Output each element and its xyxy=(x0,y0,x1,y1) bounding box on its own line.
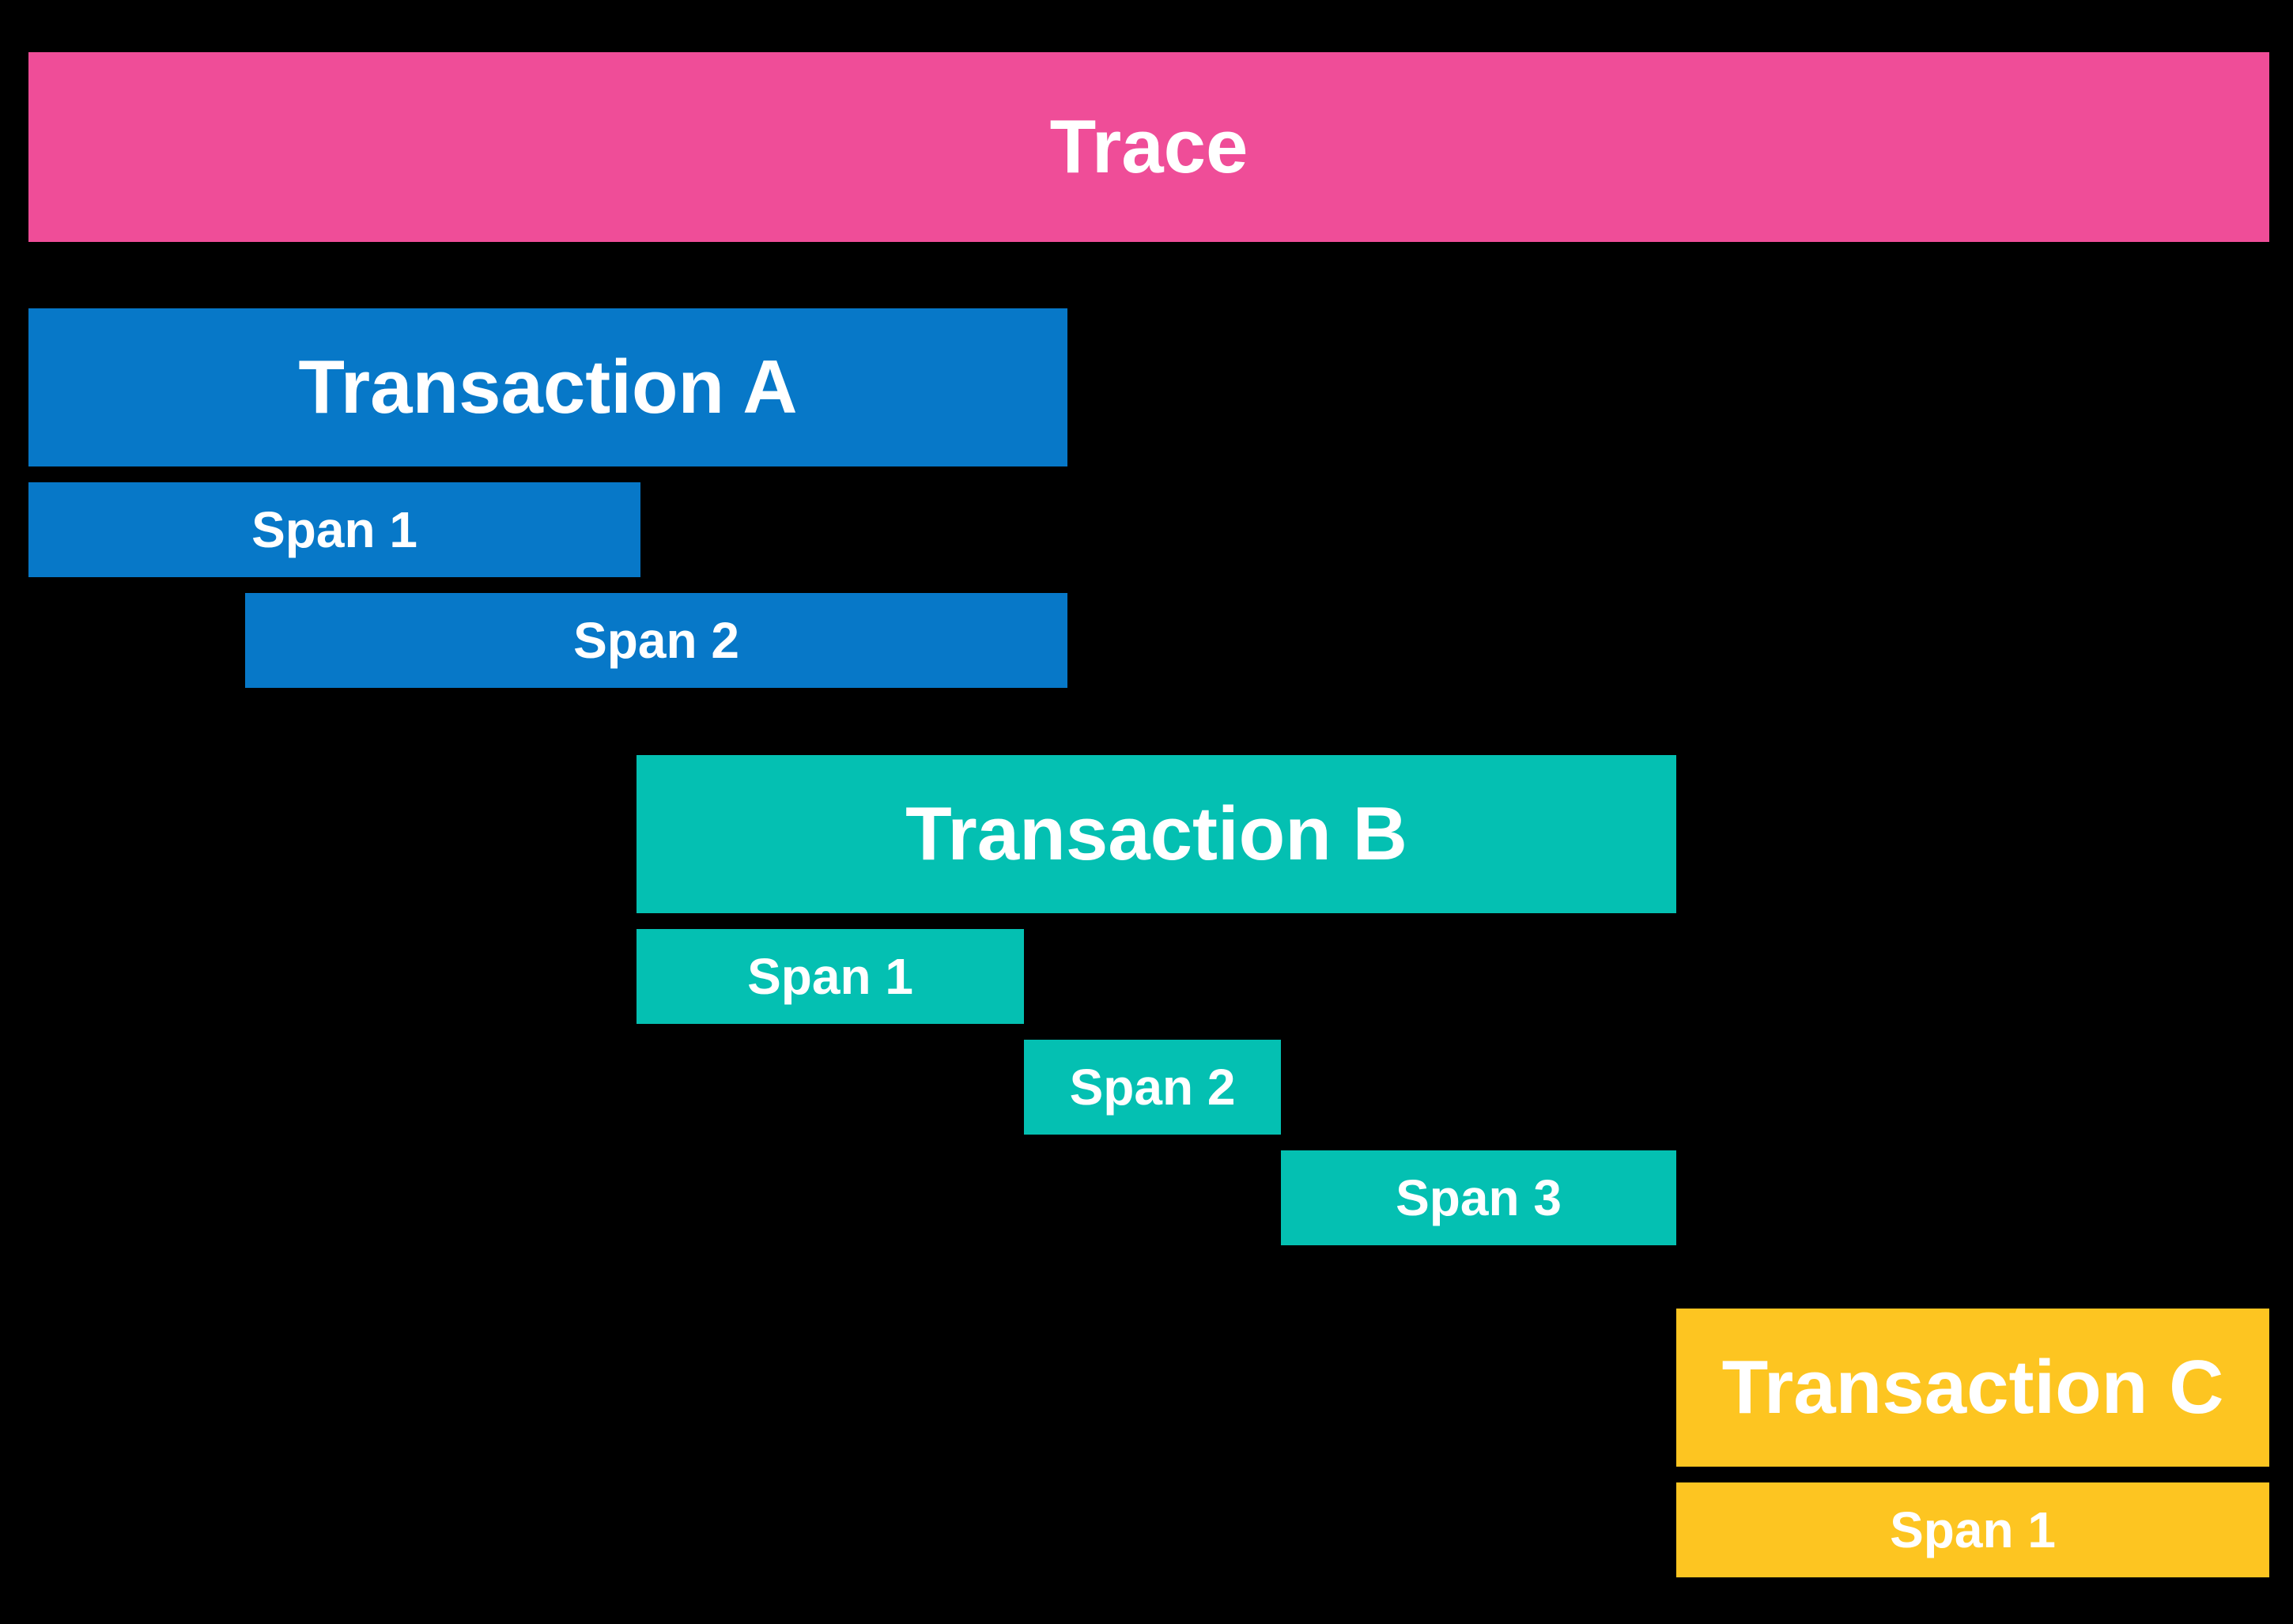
transaction-b-span-1-bar: Span 1 xyxy=(637,929,1024,1024)
transaction-b-bar: Transaction B xyxy=(637,755,1676,913)
transaction-b-span-2-label: Span 2 xyxy=(1069,1059,1236,1116)
transaction-c-span-1-bar: Span 1 xyxy=(1676,1482,2269,1577)
transaction-a-span-1-label: Span 1 xyxy=(251,501,417,558)
transaction-a-span-1-bar: Span 1 xyxy=(28,482,640,577)
transaction-b-span-1-label: Span 1 xyxy=(747,948,913,1005)
transaction-b-span-3-bar: Span 3 xyxy=(1281,1150,1676,1245)
transaction-c-span-1-label: Span 1 xyxy=(1890,1501,2056,1558)
transaction-b-span-3-label: Span 3 xyxy=(1396,1169,1562,1226)
transaction-b-span-2-bar: Span 2 xyxy=(1024,1040,1281,1135)
transaction-b-label: Transaction B xyxy=(905,791,1407,876)
transaction-a-label: Transaction A xyxy=(298,345,798,429)
trace-label: Trace xyxy=(1049,104,1248,189)
transaction-c-bar: Transaction C xyxy=(1676,1309,2269,1467)
transaction-a-span-2-label: Span 2 xyxy=(573,612,739,669)
trace-bar: Trace xyxy=(28,52,2269,242)
transaction-a-span-2-bar: Span 2 xyxy=(245,593,1067,688)
transaction-a-bar: Transaction A xyxy=(28,308,1067,466)
transaction-c-label: Transaction C xyxy=(1721,1345,2224,1429)
